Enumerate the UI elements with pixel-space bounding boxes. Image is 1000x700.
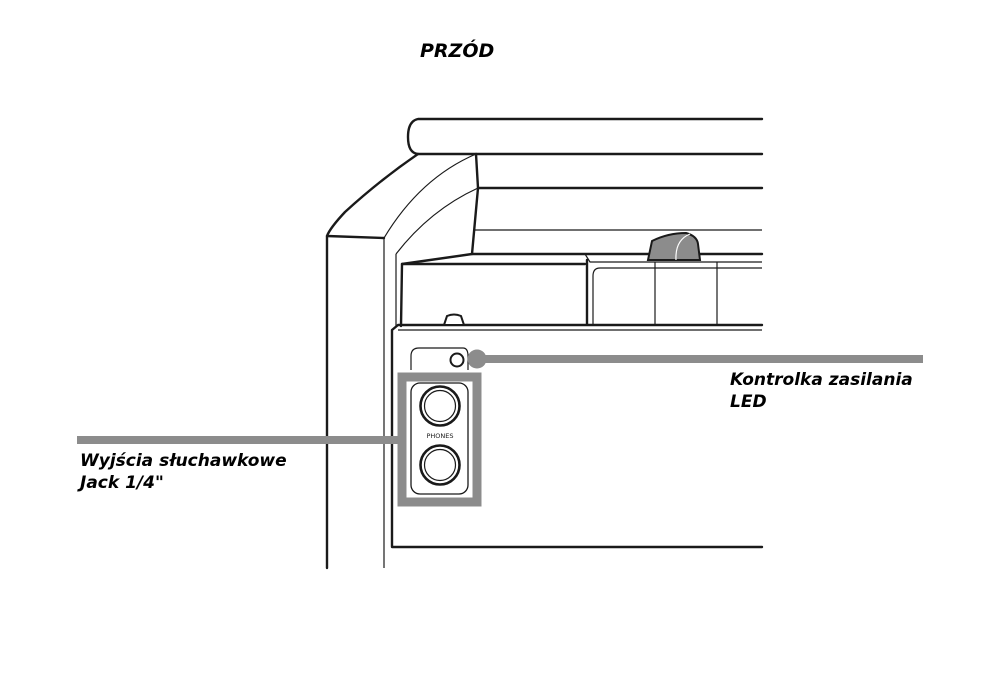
led-indicator-icon xyxy=(449,352,465,368)
led-callout xyxy=(467,349,923,369)
led-callout-line1: Kontrolka zasilania xyxy=(730,370,913,390)
phones-panel-text: PHONES xyxy=(426,432,453,440)
phones-callout-line2: Jack 1/4" xyxy=(80,473,164,493)
side-cheek-edge xyxy=(325,234,386,240)
page-title: PRZÓD xyxy=(420,40,495,62)
led-callout-label: Kontrolka zasilania LED xyxy=(730,369,913,413)
side-cheek-outer xyxy=(325,152,420,570)
piano-body xyxy=(325,117,764,570)
headphone-jack-icon xyxy=(419,385,461,427)
led-callout-line2: LED xyxy=(730,392,767,412)
thin-details xyxy=(383,153,762,568)
top-rail xyxy=(406,117,764,156)
phones-callout-label: Wyjścia słuchawkowe Jack 1/4" xyxy=(80,450,287,494)
small-button xyxy=(442,313,466,326)
fall-knob xyxy=(646,231,702,261)
upper-shelf xyxy=(474,152,764,190)
shelf-front xyxy=(470,186,764,256)
headphone-jack-icon xyxy=(419,444,461,486)
front-panel xyxy=(390,323,764,549)
phones-callout-line1: Wyjścia słuchawkowe xyxy=(80,451,287,471)
